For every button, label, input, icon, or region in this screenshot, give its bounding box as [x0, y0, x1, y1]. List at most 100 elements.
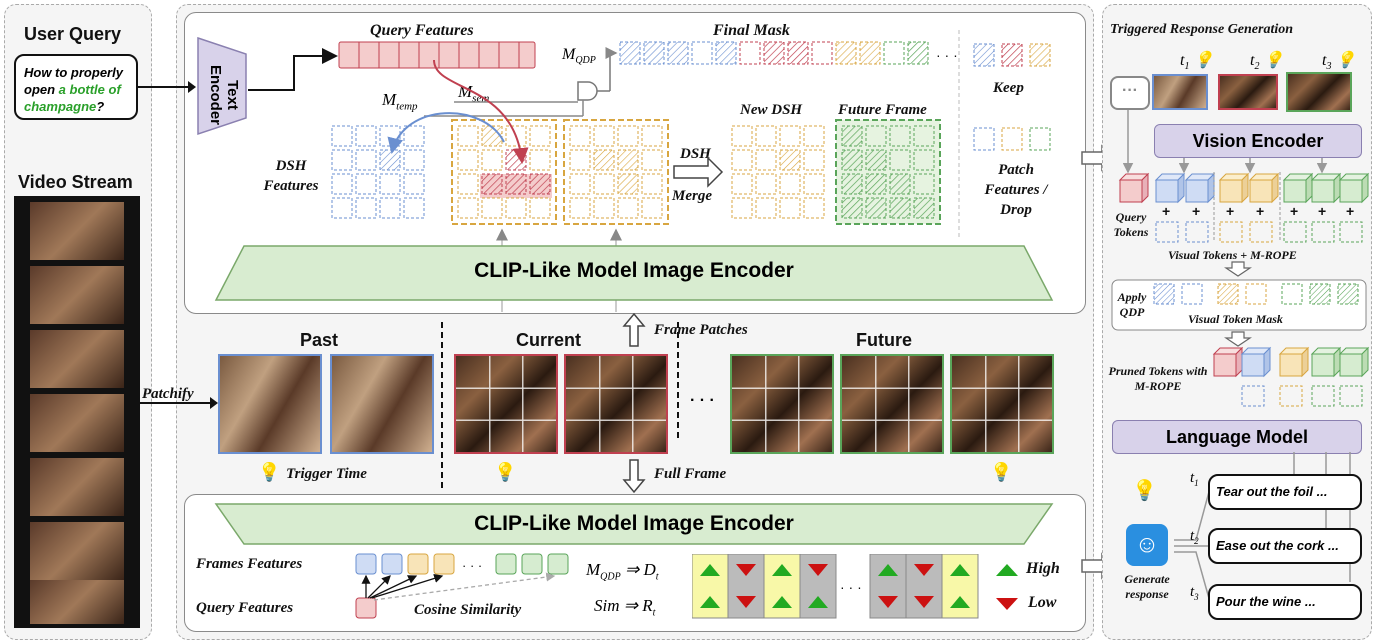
dsh-features-label: DSH Features: [263, 158, 319, 194]
m-qdp-label: MQDP: [562, 46, 596, 67]
visual-token-mask-label: Visual Token Mask: [1188, 312, 1283, 326]
film-frame: [30, 202, 124, 260]
patchify-arrow: [140, 397, 218, 409]
film-frame: [30, 330, 124, 388]
past-frame-1: [218, 354, 322, 454]
svg-text:+: +: [1290, 203, 1298, 219]
film-frame: [30, 394, 124, 452]
t3-thumb: [1286, 72, 1352, 112]
pruned-tokens-label: Pruned Tokens with M-ROPE: [1108, 364, 1208, 393]
low-icon: [996, 598, 1018, 610]
full-frame-label: Full Frame: [654, 466, 727, 482]
score-grid: · · ·: [692, 554, 979, 619]
m-temp-label: Mtemp: [382, 90, 418, 113]
past-frame-2: [330, 354, 434, 454]
svg-text:· · ·: · · ·: [936, 47, 958, 63]
t1-label: t1 💡: [1180, 52, 1214, 73]
bulb-icon: 💡: [1132, 480, 1157, 502]
user-query-text: How to properly open: [24, 65, 123, 97]
timeline-divider-2: [677, 322, 679, 442]
film-frame: [30, 458, 124, 516]
svg-text:+: +: [1346, 203, 1354, 219]
query-feature-row: [338, 41, 536, 69]
video-stream-title: Video Stream: [18, 172, 133, 192]
query-features-bottom-label: Query Features: [196, 600, 294, 616]
query-features-label: Query Features: [370, 22, 474, 39]
resp-t1-label: t1: [1190, 470, 1199, 488]
t3-label: t3 💡: [1322, 52, 1356, 73]
new-dsh-label: New DSH: [740, 102, 803, 118]
top-diagram: · · ·: [248, 30, 1051, 312]
frames-ellipsis: · · ·: [690, 392, 715, 409]
token-diagram: +++++++: [1111, 110, 1370, 407]
future-frame-grid: [841, 125, 935, 219]
cosine-similarity-label: Cosine Similarity: [414, 602, 522, 618]
frames-features-label: Frames Features: [196, 556, 303, 572]
vision-encoder-box: Vision Encoder: [1154, 124, 1362, 158]
robot-icon: ☺: [1126, 524, 1168, 566]
user-query-title: User Query: [24, 24, 122, 44]
chat-icon: ···: [1110, 76, 1150, 110]
future-label: Future: [856, 330, 912, 350]
response-bubble-1: Tear out the foil ...: [1208, 474, 1362, 510]
timeline-divider-1: [441, 322, 443, 492]
new-dsh-grid: [731, 125, 825, 219]
keep-label: Keep: [993, 80, 1024, 96]
film-frame: [30, 580, 124, 624]
film-strip: [14, 196, 140, 628]
language-model-box: Language Model: [1112, 420, 1362, 454]
svg-text:· · ·: · · ·: [462, 558, 482, 573]
bulb-icon: 💡: [494, 462, 517, 482]
dsh-merge-label-2: Merge: [672, 188, 712, 204]
right-panel-title: Triggered Response Generation: [1110, 22, 1294, 37]
future-frame-1: [730, 354, 834, 454]
sim-rt-label: Sim ⇒ Rt: [594, 596, 656, 619]
cosine-diagram: · · ·: [355, 553, 569, 619]
svg-text:+: +: [1162, 203, 1170, 219]
frame-patches-label: Frame Patches: [654, 322, 748, 338]
top-encoder-shape: [214, 245, 1054, 301]
mqdp-dt-label: MQDP ⇒ Dt: [586, 560, 659, 583]
frame-patches-arrow: [622, 312, 646, 347]
low-label: Low: [1028, 594, 1057, 611]
response-bubble-2: Ease out the cork ...: [1208, 528, 1362, 564]
high-label: High: [1026, 560, 1060, 577]
user-query-end: ?: [96, 99, 105, 114]
current-label: Current: [516, 330, 582, 350]
bulb-icon: 💡: [990, 462, 1013, 482]
bottom-encoder-label: CLIP-Like Model Image Encoder: [474, 512, 794, 535]
user-query-highlight: a bottle of champagne: [24, 82, 121, 114]
current-feature-grid-2: [569, 125, 663, 219]
apply-qdp-label: Apply QDP: [1117, 290, 1147, 319]
svg-text:· · ·: · · ·: [840, 579, 862, 595]
dsh-grid: [331, 125, 425, 219]
t2-label: t2 💡: [1250, 52, 1284, 73]
top-encoder-label: CLIP-Like Model Image Encoder: [474, 259, 794, 282]
resp-t3-label: t3: [1190, 584, 1199, 602]
high-icon: [996, 564, 1018, 576]
trigger-time-label: Trigger Time: [286, 466, 367, 482]
patch-features-drop-label: Patch Features / Drop: [984, 162, 1048, 218]
resp-t2-label: t2: [1190, 528, 1199, 546]
future-frame-2: [840, 354, 944, 454]
film-frame: [30, 522, 124, 580]
t1-thumb: [1152, 74, 1208, 110]
dsh-merge-label-1: DSH: [680, 146, 711, 162]
current-frame-2: [564, 354, 668, 454]
svg-text:+: +: [1226, 203, 1234, 219]
query-tokens-label: Query Tokens: [1113, 210, 1149, 239]
bulb-icon: 💡: [258, 462, 281, 482]
final-mask-label: Final Mask: [713, 22, 790, 39]
patchify-label: Patchify: [142, 386, 194, 402]
svg-text:+: +: [1318, 203, 1326, 219]
query-arrow: [138, 81, 196, 93]
user-query-bubble: How to properly open a bottle of champag…: [14, 54, 138, 120]
response-bubble-3: Pour the wine ...: [1208, 584, 1362, 620]
t2-thumb: [1218, 74, 1278, 110]
visual-tokens-label: Visual Tokens + M-ROPE: [1168, 248, 1297, 262]
generate-response-label: Generate response: [1124, 572, 1170, 601]
text-encoder-shape: [197, 36, 247, 136]
film-frame: [30, 266, 124, 324]
current-feature-grid: [457, 125, 552, 219]
past-label: Past: [300, 330, 339, 350]
